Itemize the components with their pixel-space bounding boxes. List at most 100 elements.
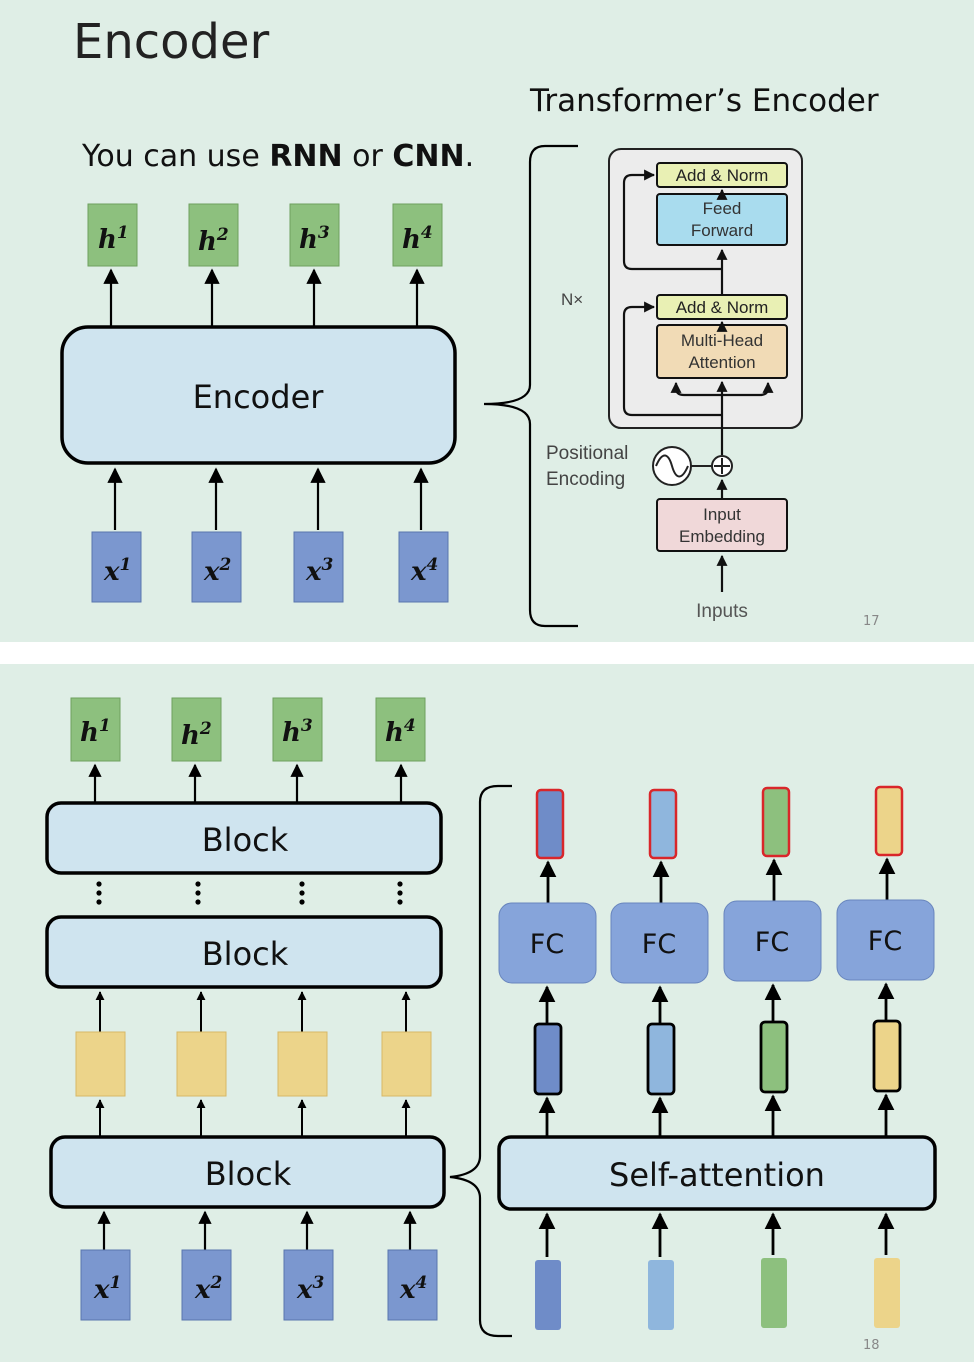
feed-forward-label-1: Feed (703, 199, 742, 218)
ellipsis-dot (195, 881, 201, 887)
intermediate-box (75, 1031, 126, 1097)
vertical-ellipsis (96, 881, 403, 905)
ellipsis-dot (299, 890, 305, 896)
fc-box (610, 902, 709, 984)
attention-output-vector (646, 1022, 676, 1096)
output-box (70, 697, 121, 762)
brace (449, 784, 512, 1338)
input-label: x4 (399, 1273, 427, 1305)
note-text-2: or (343, 139, 393, 174)
input-label: x1 (93, 1273, 121, 1305)
fc-out-arrows (539, 857, 896, 903)
output-label: h4 (402, 223, 433, 255)
ellipsis-dot (299, 899, 305, 905)
block-middle-label: Block (202, 935, 289, 973)
output-box (171, 697, 222, 762)
residual-arrow (622, 169, 722, 271)
attention-output-vector (759, 1020, 789, 1094)
arrow (670, 381, 722, 397)
output-vector-highlight (761, 786, 791, 858)
intermediate-box (381, 1031, 432, 1097)
intermediate-box (277, 1031, 328, 1097)
input-box (398, 531, 449, 603)
positional-label-2: Encoding (546, 469, 625, 490)
input-vector (874, 1258, 900, 1328)
fc-label: FC (530, 929, 564, 960)
input-label: x3 (305, 555, 334, 587)
mid-arrows (95, 991, 411, 1032)
multi-head-label-1: Multi-Head (681, 331, 763, 350)
transformer-diagram: Add & Norm Feed Forward Add & Norm Multi… (546, 148, 803, 622)
ellipsis-dot (96, 899, 102, 905)
attention-output-vector (533, 1022, 563, 1096)
note-text-3: . (465, 139, 475, 174)
output-label: h1 (80, 716, 111, 748)
ellipsis-dot (96, 890, 102, 896)
residual-arrow (622, 301, 722, 417)
input-box (191, 531, 242, 603)
block-bottom (49, 1135, 446, 1209)
input-box (293, 531, 344, 603)
output-label: h2 (181, 719, 212, 751)
slide1-canvas: Encoder You can use RNN or CNN. h1 h2 h3… (60, 14, 880, 629)
output-label: h3 (282, 716, 313, 748)
multi-head-label-2: Attention (688, 353, 755, 372)
output-box (392, 203, 443, 267)
sine-wave-icon (655, 454, 689, 478)
input-box (283, 1249, 334, 1321)
output-arrows (103, 268, 425, 327)
fc-box (723, 900, 822, 982)
attention-output-vector (872, 1019, 902, 1093)
output-vectors: h1 h2 h3 h4 (70, 697, 426, 762)
input-label: x3 (296, 1273, 325, 1305)
block-top (45, 801, 443, 875)
sa-in-arrows (538, 1212, 895, 1257)
input-box (80, 1249, 131, 1321)
input-arrows (97, 1210, 417, 1250)
input-vectors: x1 x2 x3 x4 (80, 1249, 438, 1321)
nx-layer-box (608, 148, 803, 429)
input-label: x4 (410, 555, 438, 587)
input-label: x1 (103, 555, 131, 587)
slide-blocks: h1 h2 h3 h4 Block (0, 664, 974, 1362)
input-box (387, 1249, 438, 1321)
low-arrows (95, 1099, 411, 1136)
output-box (375, 697, 426, 762)
slide-title: Encoder (73, 14, 270, 70)
input-arrows (107, 467, 429, 530)
page-number: 18 (863, 1338, 880, 1353)
ellipsis-dot (195, 890, 201, 896)
slide-encoder: Encoder You can use RNN or CNN. h1 h2 h3… (0, 0, 974, 642)
input-embedding-box (656, 498, 788, 552)
fc-label: FC (868, 926, 902, 957)
intermediate-vectors (75, 1031, 432, 1097)
input-embedding-label-2: Embedding (679, 527, 765, 546)
output-box (289, 203, 340, 267)
output-label: h4 (385, 716, 416, 748)
feed-forward-label-2: Forward (691, 221, 753, 240)
inputs-label: Inputs (696, 601, 748, 622)
ellipsis-dot (397, 890, 403, 896)
top-arrows (88, 763, 408, 803)
output-box (188, 203, 239, 267)
self-attention-box (497, 1135, 937, 1211)
output-vector-highlight (648, 788, 678, 860)
encoder-note: You can use RNN or CNN. (81, 139, 474, 174)
output-label: h1 (98, 223, 129, 255)
input-label: x2 (194, 1273, 223, 1305)
add-norm-top (656, 162, 788, 188)
fc-box (498, 902, 597, 984)
output-vectors: h1 h2 h3 h4 (87, 203, 443, 267)
input-embedding-label-1: Input (703, 505, 741, 524)
fc-label: FC (755, 927, 789, 958)
sa-out-arrows (538, 1093, 895, 1137)
arrow (722, 381, 774, 397)
output-box (87, 203, 138, 267)
add-norm-top-label: Add & Norm (676, 166, 769, 185)
ellipsis-dot (96, 881, 102, 887)
fc-in-arrows (538, 982, 895, 1024)
ellipsis-dot (299, 881, 305, 887)
input-vector (761, 1258, 787, 1328)
ellipsis-dot (397, 881, 403, 887)
